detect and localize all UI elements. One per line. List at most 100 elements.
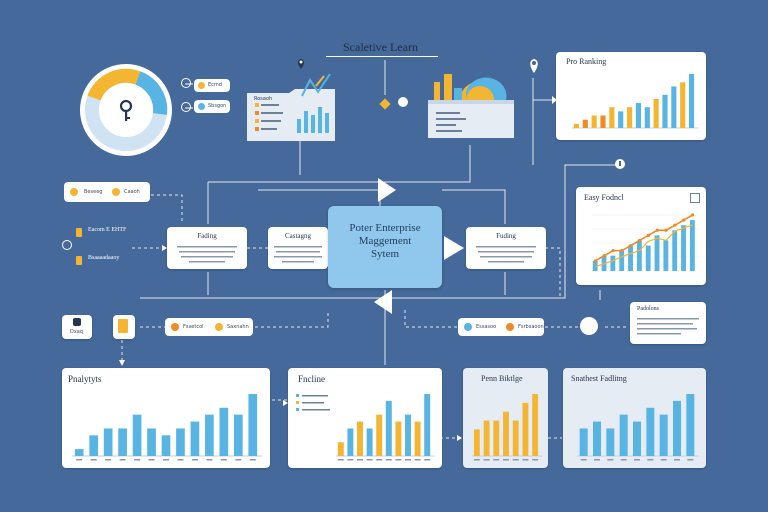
synthChart-tick-6 [660,459,667,461]
yellow-dot-icon [198,82,205,89]
early-point-10 [682,218,686,222]
synthChart-bar-3 [619,414,628,456]
process-card-fuding[interactable]: Fuding [466,227,546,269]
analyticsChart-bar-1 [89,435,99,456]
analyticsChart-tick-8 [191,459,198,461]
analytics-chart [72,394,262,461]
lock-icon [62,240,72,250]
early-point-8 [664,228,668,232]
pennChart-tick-3 [503,459,509,461]
early-bar-5 [636,240,642,271]
proChart-bar-7 [635,103,641,128]
arrow-right-center [444,236,464,260]
proChart-bar-3 [600,115,606,128]
proChart-bar-4 [609,107,615,128]
pricingChart-tick-1 [347,459,354,461]
analyticsChart-tick-3 [119,459,126,461]
proChart-bar-10 [662,94,668,128]
early-point-2 [611,249,615,253]
folder-card-title: Rosaoh [254,96,273,102]
pricingChart-tick-0 [337,459,344,461]
bottom-left-card[interactable]: Dxaq [62,315,92,339]
pennChart-tick-0 [473,459,480,461]
early-point-9 [673,223,677,227]
pennChart-bar-2 [493,420,500,456]
pricingChart-bar-8 [414,421,421,456]
pricingChart-tick-9 [424,459,431,461]
pricingChart-tick-4 [376,459,383,461]
pennChart-bar-1 [483,420,490,456]
left-pill-group[interactable]: Beseeg Caaoh [64,182,150,202]
document-icon [118,319,128,333]
process-card-fading[interactable]: Fading [167,227,247,269]
synthChart-bar-1 [593,421,601,456]
pricingChart-tick-2 [357,459,363,461]
pricing-legend [296,394,330,411]
shield-icon [73,318,81,326]
analyticsChart-tick-12 [249,459,256,461]
small-circle-icon [398,97,408,107]
gauge-dial [80,64,172,156]
proChart-bar-12 [680,82,686,128]
synthesis-card[interactable]: Snathest Fadlitng [563,368,706,468]
penn-card[interactable]: Penn Biktlge [463,368,548,468]
early-performance-card[interactable]: Easy Fodncl [576,187,706,285]
notes-card[interactable]: Padolons [630,302,706,344]
grid-icon [690,193,700,203]
early-point-6 [646,233,651,237]
center-line-1: Poter Enterprise [349,222,421,234]
pennChart-bar-0 [473,429,480,456]
synthChart-bar-7 [673,400,681,456]
pricingChart-tick-5 [385,459,392,461]
flow-pill-right[interactable]: Essasoo Fsrbsaoon [458,318,544,336]
synthChart-tick-2 [607,459,614,461]
face-icon [580,317,598,335]
analyticsChart-bar-5 [147,428,156,456]
early-bar-4 [628,245,633,271]
analyticsChart-bar-4 [132,414,142,456]
orange-chart-icon [171,323,179,331]
yellow-dot-icon-2 [112,188,120,196]
arrow-up-center [378,178,396,202]
early-performance-chart [591,213,699,271]
synthChart-bar-0 [579,428,588,456]
top-pill-1[interactable]: Ecmd [194,79,230,92]
analytics-card[interactable]: Pnalytyts [62,368,270,468]
analyticsChart-bar-10 [219,407,229,456]
early-bar-2 [610,255,616,271]
process-card-castagng[interactable]: Castagng [268,227,328,269]
early-bar-10 [681,225,686,271]
pennChart-tick-1 [483,459,490,461]
analyticsChart-tick-2 [105,459,112,461]
diagram-title: Scaletive Learn [343,40,418,54]
pricing-chart [336,394,434,461]
document-chart-card[interactable] [426,72,518,142]
proChart-bar-8 [644,107,650,128]
pricingChart-bar-0 [337,442,344,456]
flow-pill-left[interactable]: Fsxetcol Saxnahn [165,318,253,336]
top-pill-2[interactable]: Sbsgon [194,100,230,113]
key-icon [119,99,133,121]
analyticsChart-tick-7 [177,459,184,461]
pennChart-bar-4 [512,420,519,456]
top-pill-icon [181,78,191,88]
synthChart-tick-0 [580,459,587,461]
analyticsChart-bar-0 [74,449,84,456]
doc-icon-card[interactable] [113,315,135,339]
penn-chart [472,394,542,461]
pricingChart-bar-5 [385,400,392,456]
pricingChart-tick-3 [366,459,373,461]
folder-card[interactable] [245,87,337,143]
penn-title: Penn Biktlge [481,374,523,383]
central-system-box[interactable]: Poter Enterprise Maggement Sytem [328,206,442,288]
analyticsChart-bar-9 [205,414,214,456]
synthChart-tick-1 [594,459,600,461]
early-bar-3 [619,250,625,271]
early-bar-8 [663,240,669,271]
pricing-card[interactable]: Fncline [288,368,442,468]
yellow-chart-icon [215,323,223,331]
pin-icon-ranking [530,59,538,73]
pro-ranking-card[interactable]: Pro Ranking [556,52,706,140]
synthesis-chart [577,394,699,461]
